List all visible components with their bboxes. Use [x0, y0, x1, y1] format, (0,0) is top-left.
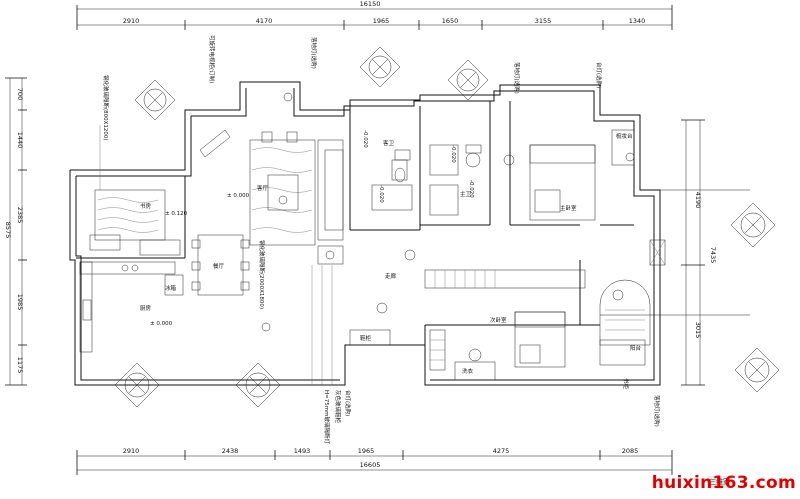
left-dimension: 1440	[16, 132, 24, 149]
master-bedroom: 梳妆台 主卧室 落地灯(选购) 台灯(选购)	[513, 62, 666, 266]
left-total-dimension: 8575	[4, 222, 12, 239]
right-dimension: 4190	[694, 192, 702, 209]
top-dimension-chain: 16150 2910 4170 1965 1650 3155 1340	[76, 0, 673, 30]
elevation-index-marker	[235, 362, 281, 408]
section-symbols	[261, 92, 624, 332]
living-level: ± 0.000	[227, 193, 250, 199]
room-label-second-bedroom: 次卧室	[490, 316, 507, 324]
corridor: 走廊 鞋柜	[349, 269, 586, 371]
bottom-dimension: 1493	[294, 447, 311, 455]
kitchen-level: ± 0.000	[150, 321, 173, 327]
room-label-guest-bath: 客卫	[383, 139, 395, 147]
bottom-dimension: 1965	[358, 447, 375, 455]
right-dimension: 3015	[694, 322, 702, 339]
bottom-notes: 台灯(选购) 灰色玻璃鞋柜 H=75mm玻璃隔断灯	[311, 265, 352, 444]
elevation-index-marker	[447, 59, 489, 101]
note-study-glass: 钢化玻璃隔断(800X1200)	[102, 75, 110, 141]
master-bathroom: 主卫 -0.020 -0.020	[429, 144, 482, 216]
study-room: 书房 ± 0.120 钢化玻璃隔断(800X1200)	[89, 75, 188, 256]
top-dimension: 1965	[373, 17, 390, 25]
note-tv-cabinet: 可旋转电视柜(订制)	[208, 35, 216, 83]
left-dimension: 2385	[16, 207, 24, 224]
master-bath-level: -0.020	[468, 180, 474, 198]
top-dimension: 1340	[629, 17, 646, 25]
living-room: 客厅 ± 0.000 可旋转电视柜(订制) 落地灯(选购)	[199, 35, 344, 265]
top-dimension: 1650	[442, 17, 459, 25]
watermark-logo: 三维家	[707, 476, 732, 488]
elevation-index-marker	[134, 79, 176, 121]
room-label-master-bedroom: 主卧室	[560, 204, 577, 212]
note-partition: H=75mm玻璃隔断灯	[323, 390, 331, 444]
guest-bath-level-b: -0.020	[378, 185, 384, 203]
room-label-corridor: 走廊	[385, 272, 397, 280]
right-dimension-chain: 4190 7435 3015	[600, 119, 750, 386]
note-balcony-lamp: 书柜	[622, 378, 630, 390]
room-label-kitchen: 厨房	[140, 304, 152, 312]
bottom-total-dimension: 16605	[360, 461, 381, 469]
top-dimension: 2910	[123, 17, 140, 25]
note-downlight-1: 落地灯(选购)	[310, 37, 318, 69]
note-table-lamp-bottom: 台灯(选购)	[344, 390, 352, 416]
right-dimension: 7435	[709, 247, 717, 264]
room-label-living: 客厅	[257, 184, 269, 192]
left-dimension: 1985	[16, 294, 24, 311]
dining-area: 餐厅 钢化玻璃隔断(2000X1800)	[191, 234, 266, 309]
elevation-markers	[114, 46, 780, 408]
note-shoe-cabinet: 灰色玻璃鞋柜	[334, 390, 342, 424]
left-dimension: 1175	[16, 357, 24, 374]
bottom-dimension: 4275	[493, 447, 510, 455]
exterior-walls	[69, 81, 661, 386]
room-label-balcony: 阳台	[630, 344, 642, 352]
left-dimension: 700	[16, 88, 24, 100]
note-floor-lamp-right: 落地灯(选购)	[653, 395, 661, 427]
kitchen: 冰箱 厨房 ± 0.000	[79, 261, 184, 353]
room-label-dining: 餐厅	[213, 262, 225, 270]
top-dimension: 3155	[535, 17, 552, 25]
left-dimension-chain: 8575 700 1440 2385 1985 1175	[4, 77, 27, 386]
elevation-index-marker	[359, 46, 401, 88]
elevation-index-marker	[114, 362, 160, 408]
master-bath-level-b: -0.020	[450, 145, 456, 163]
bottom-dimension: 2438	[222, 447, 239, 455]
top-total-dimension: 16150	[360, 0, 381, 8]
elevation-index-marker	[734, 347, 780, 393]
second-bedroom: 次卧室 洗衣	[454, 311, 566, 381]
guest-bathroom: 客卫 -0.020 -0.020	[362, 130, 413, 211]
interior-walls	[76, 101, 634, 380]
balcony: 阳台 落地灯(选购) 书柜	[599, 279, 661, 427]
top-dimension: 4170	[256, 17, 273, 25]
note-downlight-2: 落地灯(选购)	[513, 62, 521, 94]
bottom-dimension: 2910	[123, 447, 140, 455]
watermark-site: huixin163.com	[651, 473, 796, 493]
label-laundry: 洗衣	[462, 367, 474, 375]
room-label-study: 书房	[140, 202, 152, 210]
study-level: ± 0.120	[165, 211, 188, 217]
bottom-dimension-chain: 2910 2438 1493 1965 4275 2085 16605	[76, 447, 673, 475]
note-table-lamp: 台灯(选购)	[595, 62, 603, 88]
guest-bath-level: -0.020	[362, 130, 368, 148]
bottom-dimension: 2085	[622, 447, 639, 455]
label-dresser: 梳妆台	[616, 132, 633, 140]
note-living-glass: 钢化玻璃隔断(2000X1800)	[258, 240, 266, 309]
room-label-master-bath: 主卫	[460, 190, 472, 198]
label-fridge: 冰箱	[165, 284, 177, 292]
label-wardrobe: 鞋柜	[360, 334, 372, 342]
elevation-index-marker	[730, 202, 776, 248]
